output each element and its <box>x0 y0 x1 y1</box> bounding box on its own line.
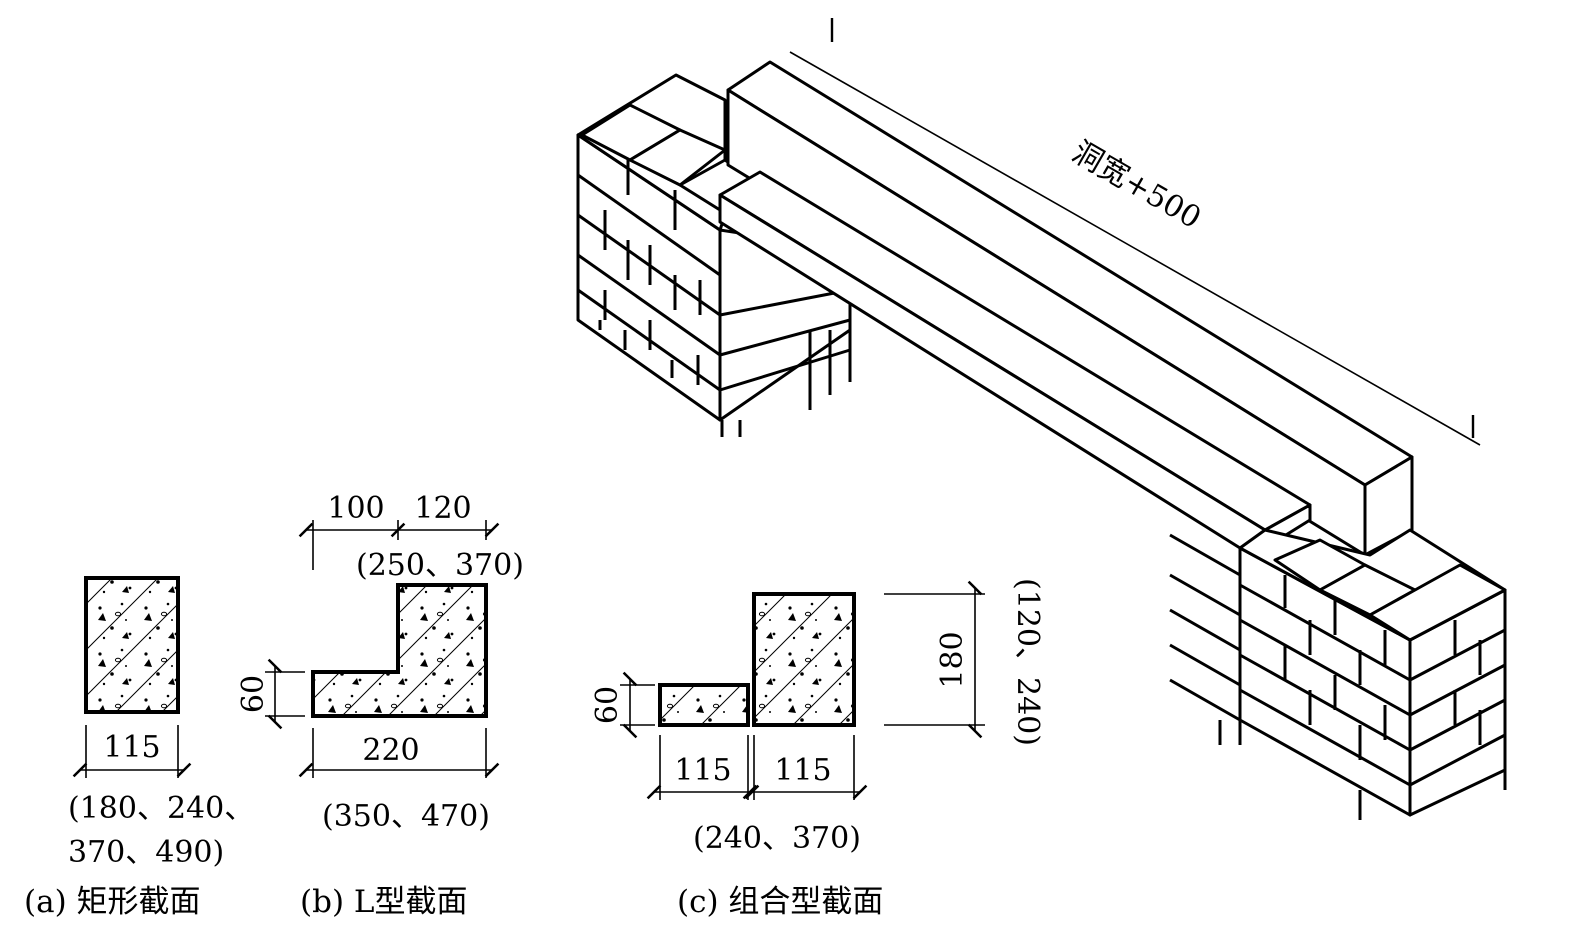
right-brick-pier <box>1169 528 1507 820</box>
section-c-left-width: 115 <box>674 753 731 788</box>
section-c-height-alt: (120、240) <box>1010 578 1045 746</box>
section-b-bottom-alt: (350、470) <box>322 799 490 834</box>
section-a-alt-widths-1: (180、240、 <box>68 791 254 826</box>
isometric-view <box>576 18 1507 820</box>
section-b-top-alt: (250、370) <box>356 548 524 583</box>
section-a-width: 115 <box>103 730 160 765</box>
section-c-right-height: 180 <box>935 631 970 688</box>
section-c-small-height: 60 <box>590 686 625 724</box>
length-dimension <box>789 18 1481 446</box>
lower-lintel-ledge <box>718 170 1312 550</box>
section-b-width: 220 <box>362 733 419 768</box>
section-b-l-shaped: 100 120 (250、370) 60 220 (350、470) (b) L… <box>236 491 524 920</box>
section-b-height: 60 <box>236 675 271 713</box>
section-c-right-width: 115 <box>774 753 831 788</box>
section-a-caption: (a) 矩形截面 <box>24 884 201 920</box>
section-a-alt-widths-2: 370、490) <box>68 835 224 870</box>
section-c-caption: (c) 组合型截面 <box>677 884 883 920</box>
main-lintel-beam <box>726 60 1414 557</box>
section-b-top-left-width: 100 <box>327 491 384 526</box>
section-b-top-right-width: 120 <box>414 491 471 526</box>
section-c-bottom-alt: (240、370) <box>693 821 861 856</box>
section-b-caption: (b) L型截面 <box>300 884 467 920</box>
section-a-rectangular: 115 (180、240、 370、490) (a) 矩形截面 <box>24 576 254 920</box>
section-c-composite: 60 115 115 (240、370) 180 (120、240) (c) 组… <box>590 578 1045 920</box>
